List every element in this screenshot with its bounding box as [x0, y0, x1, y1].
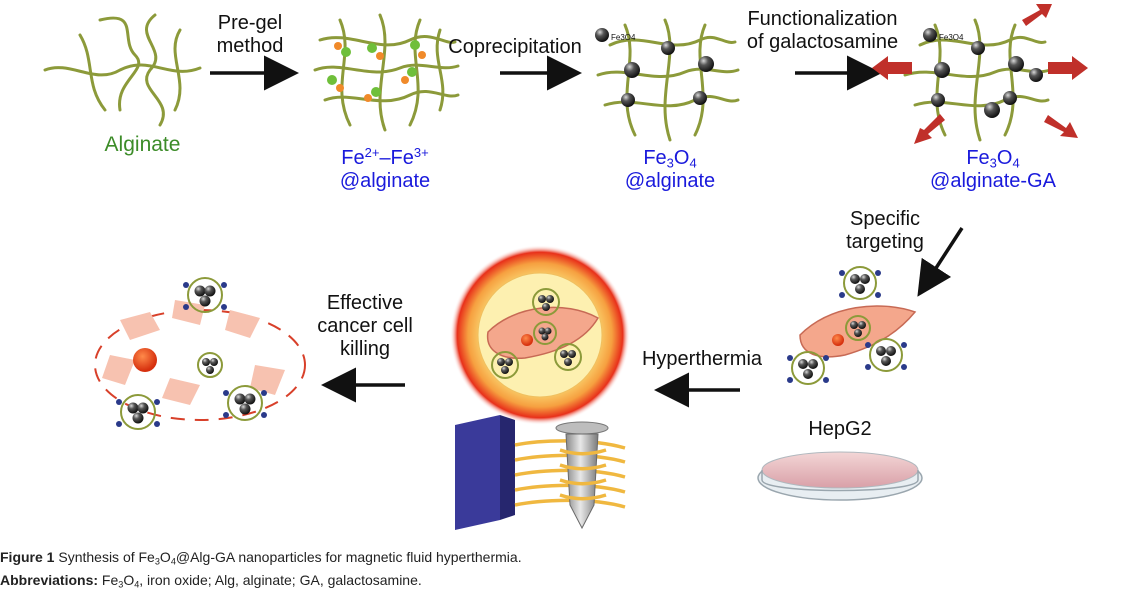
label-fe3o4-line2: @alginate — [624, 170, 716, 192]
label-targeting-line1: Specific — [849, 208, 921, 230]
label-coprecipitation: Coprecipitation — [448, 36, 582, 58]
label-fe-ions-alginate: Fe2+–Fe3+ @alginate — [315, 144, 455, 193]
magnetic-coil-device — [455, 415, 626, 530]
dead-cancer-cell — [94, 277, 306, 430]
hyperthermia-scene — [450, 245, 630, 425]
figure-caption: Figure 1 Synthesis of Fe3O4@Alg-GA nanop… — [0, 549, 522, 567]
label-pregel-line1: Pre-gel — [217, 12, 283, 34]
petri-dish — [757, 451, 923, 501]
label-fe3o4ga-line1: Fe3O4 — [966, 147, 1020, 171]
fe3o4-particle-icon-2 — [923, 28, 937, 42]
label-pregel-line2: method — [216, 35, 284, 57]
label-fe3o4-alginate: Fe3O4 @alginate — [600, 147, 740, 193]
abbreviations-line: Abbreviations: Fe3O4, iron oxide; Alg, a… — [0, 572, 422, 590]
label-fe-ions-line1: Fe2+–Fe3+ — [341, 144, 429, 169]
label-hepg2: HepG2 — [808, 418, 872, 440]
np-cluster-d — [865, 338, 907, 372]
figure-label: Figure 1 — [0, 549, 55, 565]
label-fe3o4ga-line2: @alginate-GA — [930, 170, 1056, 192]
label-fe-ions-line2: @alginate — [339, 170, 431, 192]
label-hyperthermia: Hyperthermia — [641, 348, 763, 370]
alginate-fibers — [43, 13, 202, 127]
label-functionalization-line2: of galactosamine — [746, 31, 899, 53]
np-cluster-b — [845, 315, 871, 341]
label-alginate: Alginate — [104, 133, 181, 156]
particle-tag-2: Fe3O4 — [939, 33, 964, 42]
arrow-targeting — [917, 227, 964, 297]
particle-tag-1: Fe3O4 — [611, 33, 636, 42]
fe3o4-alginate: Fe3O4 — [595, 18, 740, 142]
label-effective-line3: killing — [339, 338, 391, 360]
ga-arrows — [872, 4, 1088, 144]
label-effective-killing: Effective cancer cell killing — [305, 292, 425, 361]
label-pregel: Pre-gel method — [200, 12, 300, 58]
label-targeting-line2: targeting — [846, 231, 924, 253]
label-fe3o4-alginate-ga: Fe3O4 @alginate-GA — [908, 147, 1078, 193]
fe3o4-alginate-ga: Fe3O4 — [872, 4, 1088, 144]
np-cluster-c — [787, 351, 829, 385]
fe-ions-alginate — [313, 13, 460, 132]
label-specific-targeting: Specific targeting — [830, 208, 940, 254]
label-effective-line1: Effective — [326, 292, 404, 314]
hepg2-targeted-cell — [787, 266, 917, 385]
abbreviations-label: Abbreviations: — [0, 572, 99, 588]
np-cluster-a — [839, 266, 881, 300]
label-fe3o4-line1: Fe3O4 — [643, 147, 697, 171]
label-effective-line2: cancer cell — [317, 315, 413, 337]
label-functionalization: Functionalization of galactosamine — [725, 8, 920, 54]
fe3o4-particle-icon — [595, 28, 609, 42]
label-functionalization-line1: Functionalization — [747, 8, 898, 30]
